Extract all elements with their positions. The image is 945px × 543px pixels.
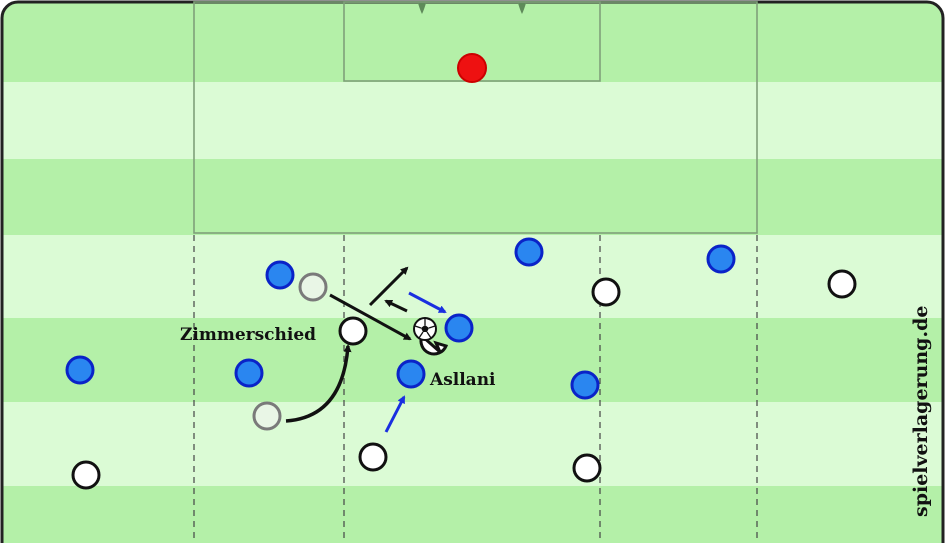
blue-2 xyxy=(706,244,736,274)
watermark: spielverlagerung.de xyxy=(910,306,932,517)
pass-arrow-up xyxy=(368,266,409,307)
white-ball-carrier xyxy=(419,333,449,356)
white-6 xyxy=(71,460,101,490)
run-arrow-diagonal xyxy=(329,293,412,341)
label-asllani: Asllani xyxy=(429,370,496,390)
blue-team xyxy=(65,237,736,400)
stripe-6 xyxy=(2,402,943,486)
stripe-7 xyxy=(2,486,943,543)
goalpost-left xyxy=(418,3,426,14)
blue-1 xyxy=(514,237,544,267)
goalkeeper-red xyxy=(457,53,487,83)
white-2 xyxy=(827,269,857,299)
blue-8 xyxy=(570,370,600,400)
white-1 xyxy=(591,277,621,307)
ghost-2 xyxy=(252,401,282,431)
stripe-4 xyxy=(2,235,943,318)
ball-icon xyxy=(413,317,437,341)
pass-arrow-back xyxy=(384,299,408,313)
white-3-zimmerschied xyxy=(338,316,368,346)
press-arrow-2 xyxy=(384,395,406,433)
white-team xyxy=(71,269,857,490)
press-arrow-1 xyxy=(408,291,447,314)
blue-6 xyxy=(234,358,264,388)
stripe-3 xyxy=(2,159,943,235)
stripe-2 xyxy=(2,82,943,159)
label-zimmerschied: Zimmerschied xyxy=(180,325,316,345)
run-arrow-curved xyxy=(285,344,352,423)
blue-3 xyxy=(265,260,295,290)
blue-5 xyxy=(65,355,95,385)
goalpost-right xyxy=(518,3,526,14)
white-5 xyxy=(572,453,602,483)
white-4 xyxy=(358,442,388,472)
blue-7-asllani xyxy=(396,359,426,389)
ghost-1 xyxy=(298,272,328,302)
blue-4 xyxy=(444,313,474,343)
